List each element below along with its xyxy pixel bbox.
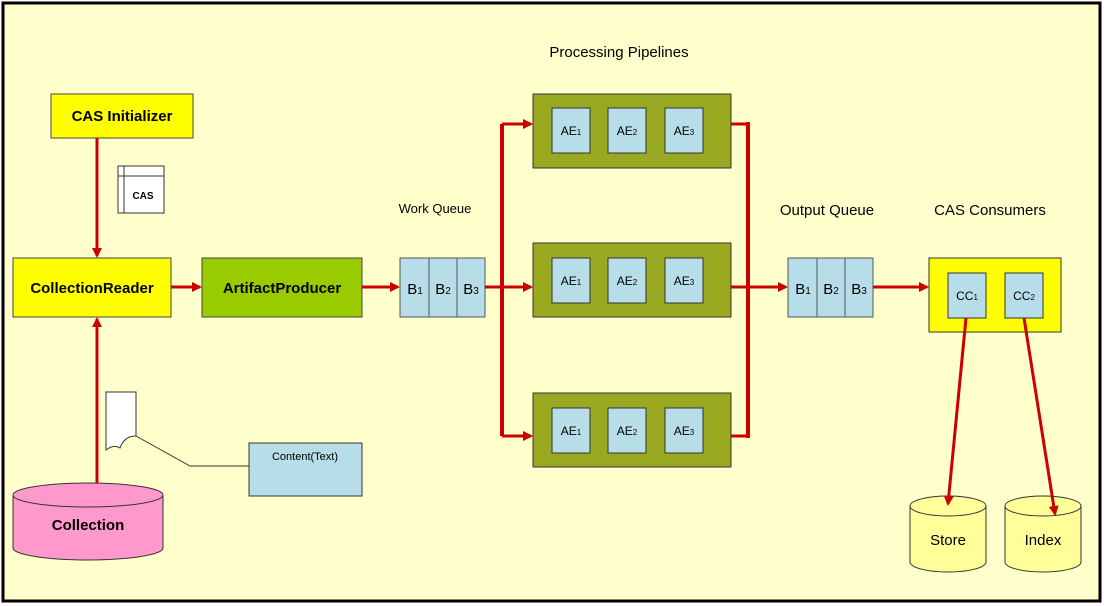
artifact-producer-label: ArtifactProducer bbox=[223, 280, 342, 297]
work-queue-item-b2: B2 bbox=[435, 281, 451, 298]
store-label: Store bbox=[930, 532, 966, 549]
cas-document-label: CAS bbox=[132, 191, 153, 202]
collection-reader-box: CollectionReader bbox=[12, 257, 172, 318]
pipeline-3-ae1: AE1 bbox=[561, 424, 582, 438]
cas-initializer-label: CAS Initializer bbox=[72, 108, 173, 125]
pipeline-1-ae3: AE3 bbox=[674, 124, 695, 138]
cas-initializer-box: CAS Initializer bbox=[50, 93, 194, 139]
work-queue-item-b1: B1 bbox=[407, 281, 423, 298]
output-queue-item-b3: B3 bbox=[851, 281, 867, 298]
output-queue-label: Output Queue bbox=[780, 202, 874, 219]
output-queue-item-b1: B1 bbox=[795, 281, 811, 298]
collection-reader-label: CollectionReader bbox=[30, 280, 154, 297]
pipeline-2-ae1: AE1 bbox=[561, 274, 582, 288]
pipeline-2-ae2: AE2 bbox=[617, 274, 638, 288]
content-text-label: Content(Text) bbox=[272, 451, 338, 463]
pipeline-3-ae3: AE3 bbox=[674, 424, 695, 438]
pipeline-1-ae2: AE2 bbox=[617, 124, 638, 138]
pipeline-3-ae2: AE2 bbox=[617, 424, 638, 438]
arrow-cc2-to-index bbox=[1022, 317, 1059, 516]
work-queue-label: Work Queue bbox=[399, 201, 472, 216]
pipeline-2: AE1 AE2 AE3 bbox=[532, 242, 732, 318]
connectors bbox=[92, 119, 1059, 516]
index-cylinder: Index bbox=[1004, 495, 1082, 573]
index-label: Index bbox=[1025, 532, 1062, 549]
pipeline-1: AE1 AE2 AE3 bbox=[532, 93, 732, 169]
cas-consumers-label: CAS Consumers bbox=[934, 202, 1046, 219]
collection-cylinder: Collection bbox=[12, 482, 164, 561]
output-queue: B1 B2 B3 bbox=[787, 257, 874, 318]
content-text-box: Content(Text) bbox=[248, 442, 363, 497]
consumer-cc1: CC1 bbox=[956, 289, 978, 303]
pipeline-2-ae3: AE3 bbox=[674, 274, 695, 288]
consumer-cc2: CC2 bbox=[1013, 289, 1035, 303]
output-queue-item-b2: B2 bbox=[823, 281, 839, 298]
callout-line bbox=[135, 435, 249, 467]
work-queue-item-b3: B3 bbox=[463, 281, 479, 298]
collection-label: Collection bbox=[52, 517, 125, 534]
pipeline-1-ae1: AE1 bbox=[561, 124, 582, 138]
cas-document-icon: CAS bbox=[117, 165, 165, 214]
pipeline-3: AE1 AE2 AE3 bbox=[532, 392, 732, 468]
processing-pipelines-label: Processing Pipelines bbox=[549, 44, 688, 61]
artifact-producer-box: ArtifactProducer bbox=[201, 257, 363, 318]
work-queue: B1 B2 B3 bbox=[399, 257, 486, 318]
cas-consumers-box: CC1 CC2 bbox=[928, 257, 1062, 333]
arrow-cc1-to-store bbox=[943, 317, 968, 506]
document-icon bbox=[105, 391, 137, 451]
store-cylinder: Store bbox=[909, 495, 987, 573]
